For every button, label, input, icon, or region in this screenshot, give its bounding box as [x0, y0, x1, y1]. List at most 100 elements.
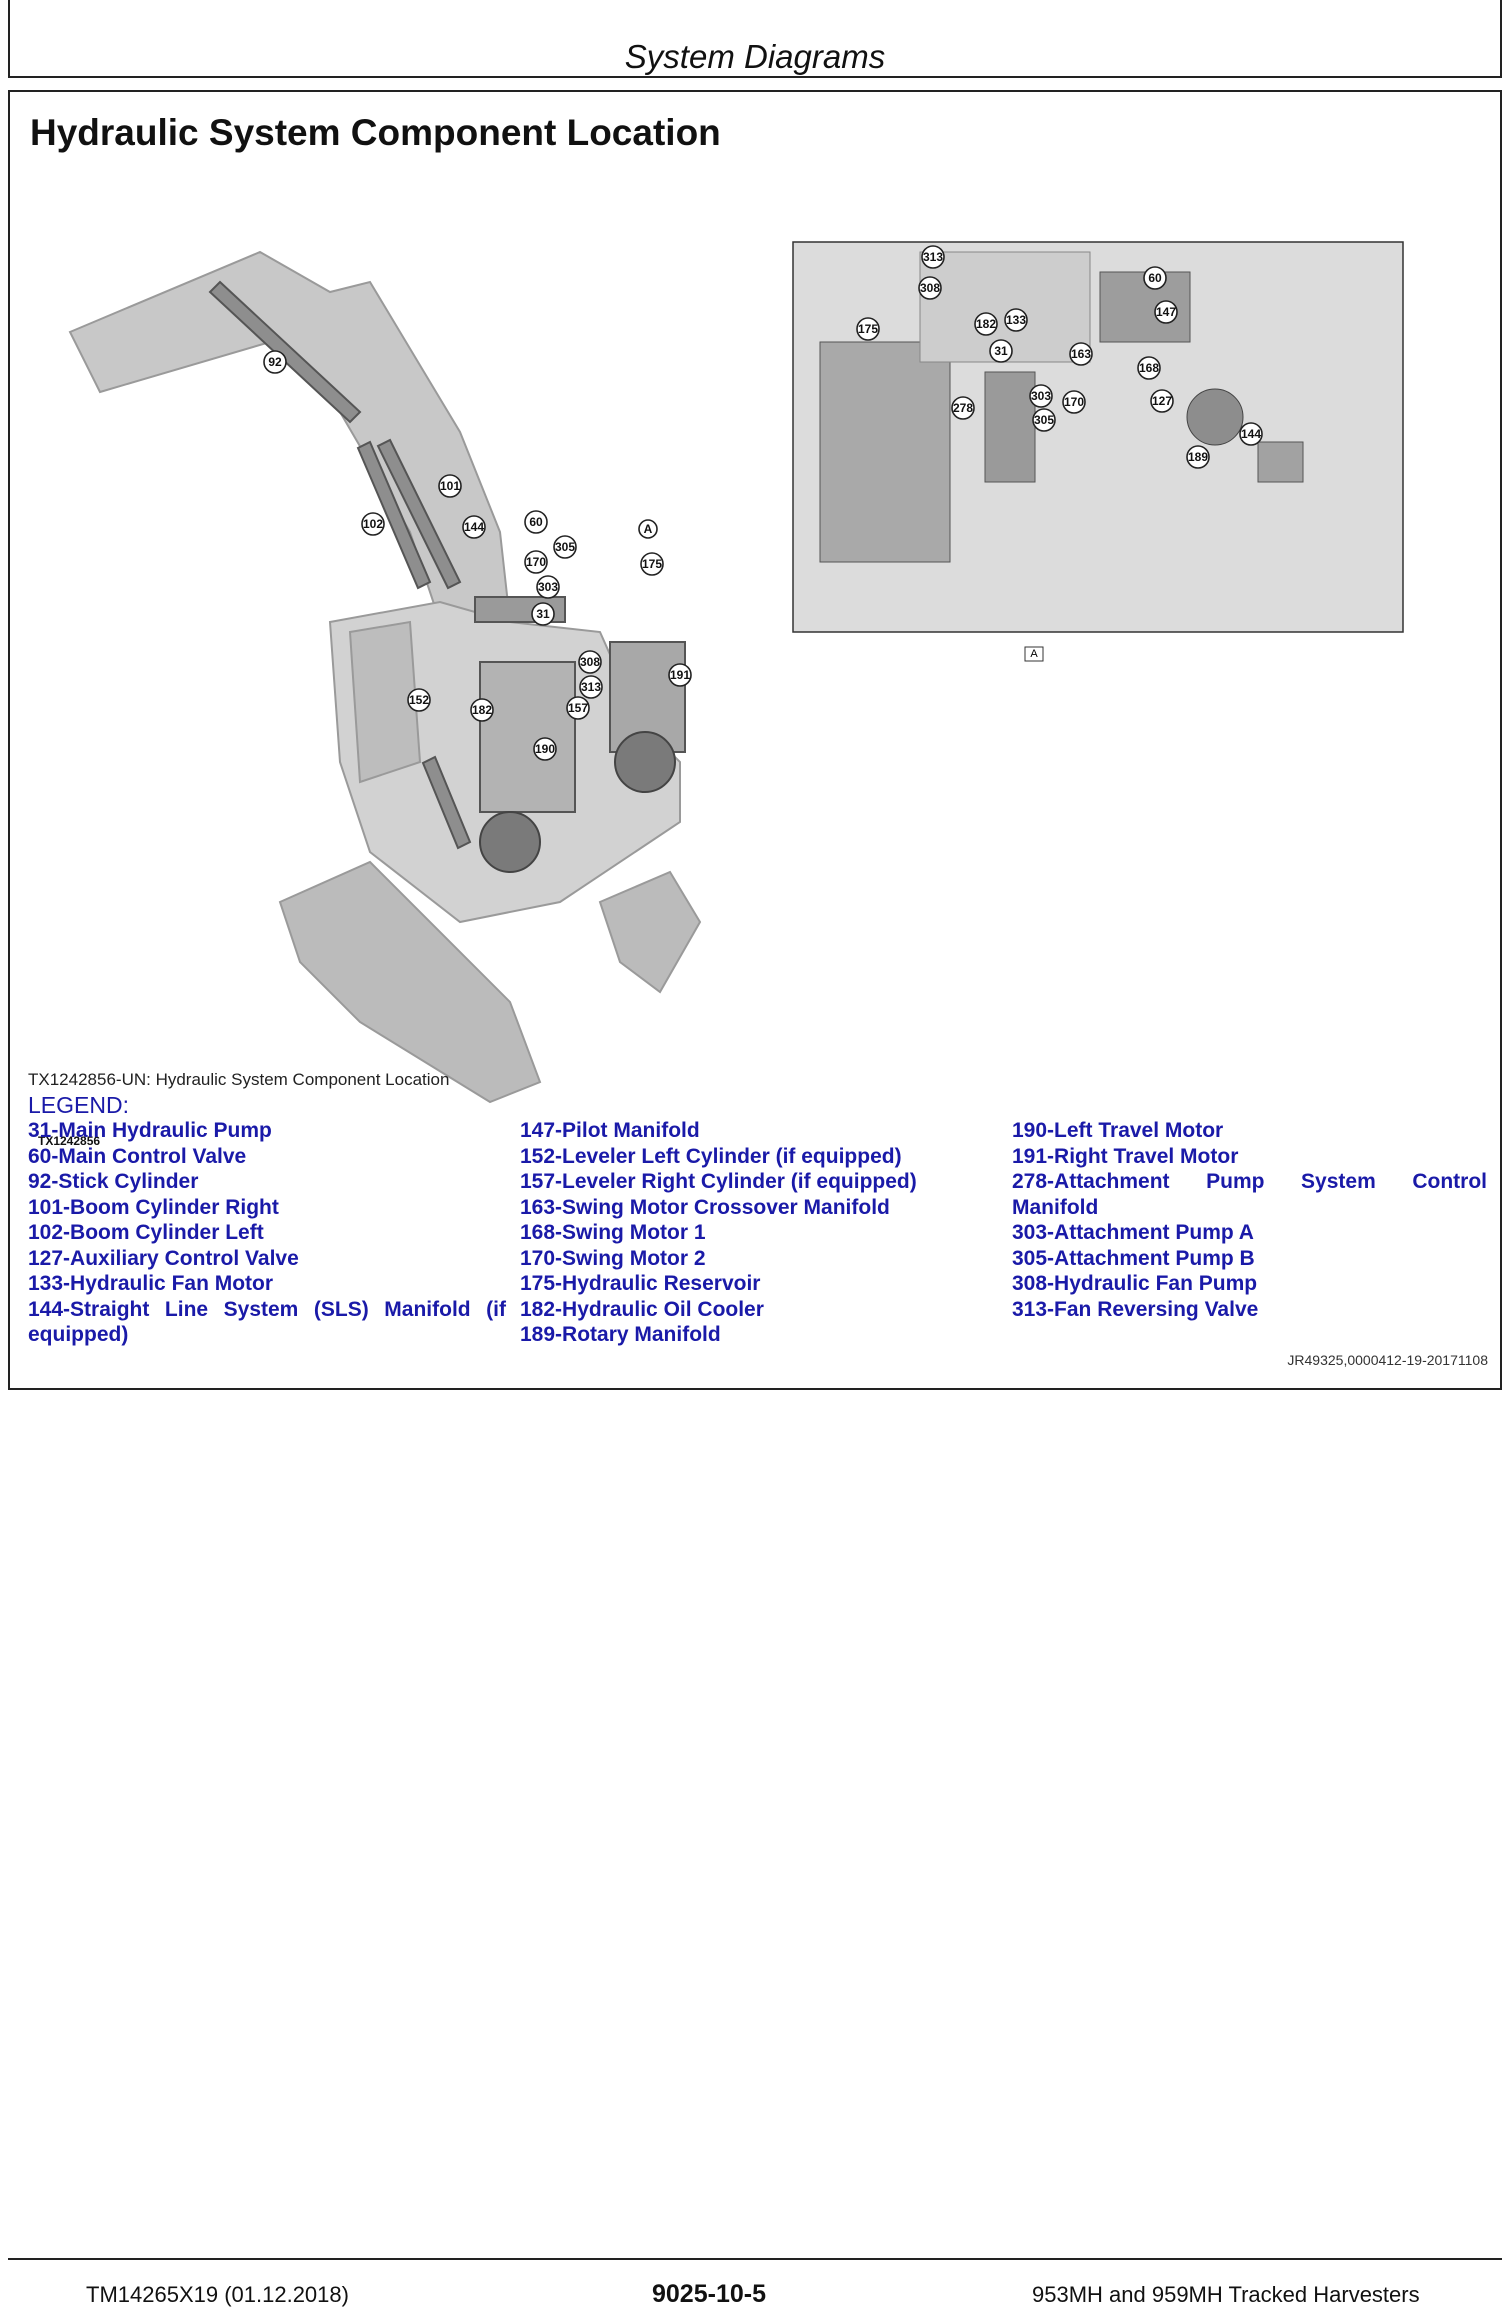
callout-313: 313	[579, 675, 603, 699]
legend-item: 190-Left Travel Motor	[1012, 1119, 1224, 1142]
callout-303: 303	[1029, 384, 1053, 408]
callout-308: 308	[918, 276, 942, 300]
callout-92: 92	[263, 350, 287, 374]
legend-item: 168-Swing Motor 1	[520, 1221, 706, 1244]
legend-item: 303-Attachment Pump A	[1012, 1221, 1254, 1244]
callout-278: 278	[951, 396, 975, 420]
callout-191: 191	[668, 663, 692, 687]
legend-item: Manifold	[1012, 1195, 1099, 1219]
callout-144: 144	[462, 515, 486, 539]
callout-168: 168	[1137, 356, 1161, 380]
section-title: Hydraulic System Component Location	[30, 112, 721, 153]
figure-caption: TX1242856-UN: Hydraulic System Component…	[28, 1070, 450, 1089]
header-title: System Diagrams	[624, 38, 886, 75]
reference-code: JR49325,0000412-19-20171108	[1287, 1352, 1488, 1368]
legend-area: TX1242856-UN: Hydraulic System Component…	[8, 90, 1502, 1390]
callout-127: 127	[1150, 389, 1174, 413]
svg-text:308: 308	[580, 655, 600, 669]
svg-text:175: 175	[642, 557, 662, 571]
svg-text:308: 308	[920, 281, 940, 295]
svg-text:303: 303	[538, 580, 558, 594]
svg-text:152: 152	[409, 693, 429, 707]
svg-text:305: 305	[1034, 413, 1054, 427]
callout-152: 152	[407, 688, 431, 712]
callout-175: 175	[640, 552, 664, 576]
legend-item: 278-Attachment Pump System Control	[1012, 1170, 1487, 1193]
legend-item: 313-Fan Reversing Valve	[1012, 1297, 1259, 1321]
legend-item: 60-Main Control Valve	[28, 1144, 247, 1168]
legend-item: 152-Leveler Left Cylinder (if equipped)	[520, 1144, 902, 1168]
callout-133: 133	[1004, 308, 1028, 332]
callout-305: 305	[553, 535, 577, 559]
svg-text:190: 190	[535, 742, 555, 756]
legend-title: LEGEND:	[28, 1092, 129, 1118]
svg-text:163: 163	[1071, 347, 1091, 361]
footer-rule	[8, 2258, 1502, 2260]
svg-text:313: 313	[923, 250, 943, 264]
svg-text:31: 31	[994, 344, 1008, 358]
footer: TM14265X19 (01.12.2018) 9025-10-5 953MH …	[0, 2280, 1504, 2312]
callout-170: 170	[524, 550, 548, 574]
inset-label: A	[1030, 648, 1038, 660]
callout-313: 313	[921, 245, 945, 269]
legend-item: 127-Auxiliary Control Valve	[28, 1246, 299, 1270]
legend-item: 182-Hydraulic Oil Cooler	[520, 1297, 764, 1321]
svg-text:A: A	[644, 522, 653, 536]
callouts-inset: 313 308 182 133 60 147 175 31 163 168 278 303 305 170…	[856, 245, 1263, 469]
svg-text:101: 101	[440, 479, 460, 493]
legend-item: 101-Boom Cylinder Right	[28, 1195, 279, 1219]
svg-text:191: 191	[670, 668, 690, 682]
svg-text:144: 144	[1241, 427, 1261, 441]
svg-text:102: 102	[363, 517, 383, 531]
machine-illustration	[68, 250, 702, 1104]
callout-31: 31	[989, 339, 1013, 363]
legend-item: equipped)	[28, 1323, 129, 1346]
footer-product-name: 953MH and 959MH Tracked Harvesters	[1032, 2282, 1420, 2307]
legend-item: 157-Leveler Right Cylinder (if equipped)	[520, 1170, 917, 1193]
legend-item: 92-Stick Cylinder	[28, 1170, 199, 1193]
legend-item: 102-Boom Cylinder Left	[28, 1221, 264, 1244]
callout-31: 31	[531, 602, 555, 626]
callout-175: 175	[856, 317, 880, 341]
svg-text:278: 278	[953, 401, 973, 415]
callout-60: 60	[1143, 266, 1167, 290]
legend-item: 189-Rotary Manifold	[520, 1323, 721, 1346]
svg-text:168: 168	[1139, 361, 1159, 375]
footer-manual-id: TM14265X19 (01.12.2018)	[86, 2282, 349, 2307]
callout-163: 163	[1069, 342, 1093, 366]
callout-60: 60	[524, 510, 548, 534]
svg-text:175: 175	[858, 322, 878, 336]
svg-text:147: 147	[1156, 305, 1176, 319]
svg-text:92: 92	[268, 355, 282, 369]
legend-item: 191-Right Travel Motor	[1012, 1144, 1239, 1168]
svg-text:170: 170	[1064, 395, 1084, 409]
svg-text:157: 157	[568, 701, 588, 715]
callout-102: 102	[361, 512, 385, 536]
callout-A: A	[638, 519, 658, 539]
callout-190: 190	[533, 737, 557, 761]
callout-305: 305	[1032, 408, 1056, 432]
svg-text:60: 60	[1148, 271, 1162, 285]
svg-text:60: 60	[529, 515, 543, 529]
legend-item: 308-Hydraulic Fan Pump	[1012, 1272, 1258, 1295]
legend-item: 31-Main Hydraulic Pump	[28, 1119, 272, 1142]
svg-text:303: 303	[1031, 389, 1051, 403]
svg-text:305: 305	[555, 540, 575, 554]
legend-item: 305-Attachment Pump B	[1012, 1246, 1255, 1270]
svg-text:182: 182	[976, 317, 996, 331]
callout-189: 189	[1186, 445, 1210, 469]
svg-text:127: 127	[1152, 394, 1172, 408]
callout-303: 303	[536, 575, 560, 599]
callout-182: 182	[470, 698, 494, 722]
callout-147: 147	[1154, 300, 1178, 324]
callouts-main: 92 101 102 144 60 170 305 303 31 175 308 313 157 182 1…	[263, 350, 692, 761]
header-box: System Diagrams	[8, 0, 1502, 78]
callout-144: 144	[1239, 422, 1263, 446]
legend-item: 175-Hydraulic Reservoir	[520, 1272, 761, 1295]
inset-detail: A	[792, 241, 1404, 662]
component-location-figure: A 92 101 102 144 60 170 305 303 31 175 308 313 157 18…	[68, 241, 1404, 1104]
legend-item: 133-Hydraulic Fan Motor	[28, 1272, 274, 1295]
svg-text:31: 31	[536, 607, 550, 621]
